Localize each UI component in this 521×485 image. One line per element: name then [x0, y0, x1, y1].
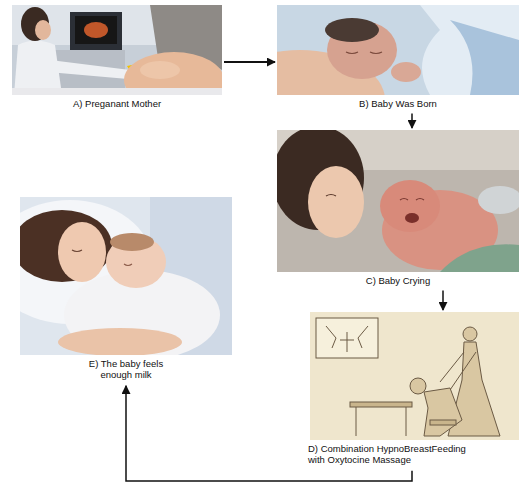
- photo-panel: C) Baby Crying: [277, 130, 519, 289]
- ultrasound-photo: [75, 16, 117, 44]
- crying-baby-photo: [277, 130, 519, 272]
- newborn-photo: [325, 18, 379, 42]
- massage-sketch: [310, 312, 519, 440]
- photo-area: [277, 5, 519, 98]
- massage-sketch: [356, 407, 406, 436]
- massage-sketch: [440, 352, 476, 390]
- ultrasound-photo: [140, 61, 180, 79]
- ultrasound-photo: [12, 5, 222, 95]
- photo-caption: D) Combination HypnoBreastFeeding with O…: [308, 443, 478, 466]
- flow-arrow: [126, 386, 412, 481]
- massage-sketch: [463, 327, 477, 341]
- sleeping-baby-photo: [20, 210, 112, 282]
- crying-baby-photo: [400, 199, 424, 201]
- ultrasound-photo: [12, 88, 222, 95]
- ultrasound-photo: [70, 12, 122, 50]
- photo-area: [308, 312, 519, 443]
- newborn-photo: [277, 5, 519, 95]
- sleeping-baby-photo: [110, 233, 154, 251]
- ultrasound-photo: [84, 22, 108, 38]
- newborn-photo: [420, 5, 519, 95]
- massage-sketch: [424, 388, 462, 436]
- crying-baby-photo: [380, 180, 440, 232]
- massage-sketch: [430, 420, 456, 425]
- flow-arrow: [442, 290, 444, 310]
- sleeping-baby-photo: [20, 197, 232, 355]
- sleeping-baby-photo: [124, 264, 132, 266]
- photo-caption: B) Baby Was Born: [277, 98, 519, 109]
- photo-area: [20, 197, 232, 358]
- photo-area: [277, 130, 519, 275]
- massage-sketch: [310, 312, 519, 440]
- newborn-photo: [346, 52, 382, 54]
- massage-sketch: [316, 318, 378, 358]
- crying-baby-photo: [326, 195, 336, 197]
- crying-baby-photo: [478, 186, 519, 214]
- photo-caption: E) The baby feels enough milk: [79, 358, 174, 381]
- flow-arrow: [224, 61, 275, 63]
- crying-baby-photo: [308, 166, 364, 238]
- sleeping-baby-photo: [58, 222, 106, 282]
- flow-arrow: [411, 113, 413, 128]
- ultrasound-photo: [48, 60, 130, 79]
- crying-baby-photo: [440, 244, 519, 272]
- photo-caption: A) Preganant Mother: [12, 98, 222, 109]
- sleeping-baby-photo: [58, 328, 182, 355]
- photo-panel: B) Baby Was Born: [277, 5, 519, 112]
- ultrasound-photo: [35, 20, 51, 40]
- photo-panel: D) Combination HypnoBreastFeeding with O…: [308, 312, 519, 469]
- photo-panel: A) Preganant Mother: [12, 5, 222, 112]
- massage-sketch: [340, 332, 354, 352]
- massage-sketch: [350, 402, 412, 407]
- newborn-photo: [450, 20, 519, 95]
- photo-area: [12, 5, 222, 98]
- newborn-photo: [391, 62, 421, 82]
- sleeping-baby-photo: [72, 250, 82, 252]
- crying-baby-photo: [405, 213, 419, 223]
- photo-caption: C) Baby Crying: [277, 275, 519, 286]
- photo-panel: E) The baby feels enough milk: [20, 197, 232, 384]
